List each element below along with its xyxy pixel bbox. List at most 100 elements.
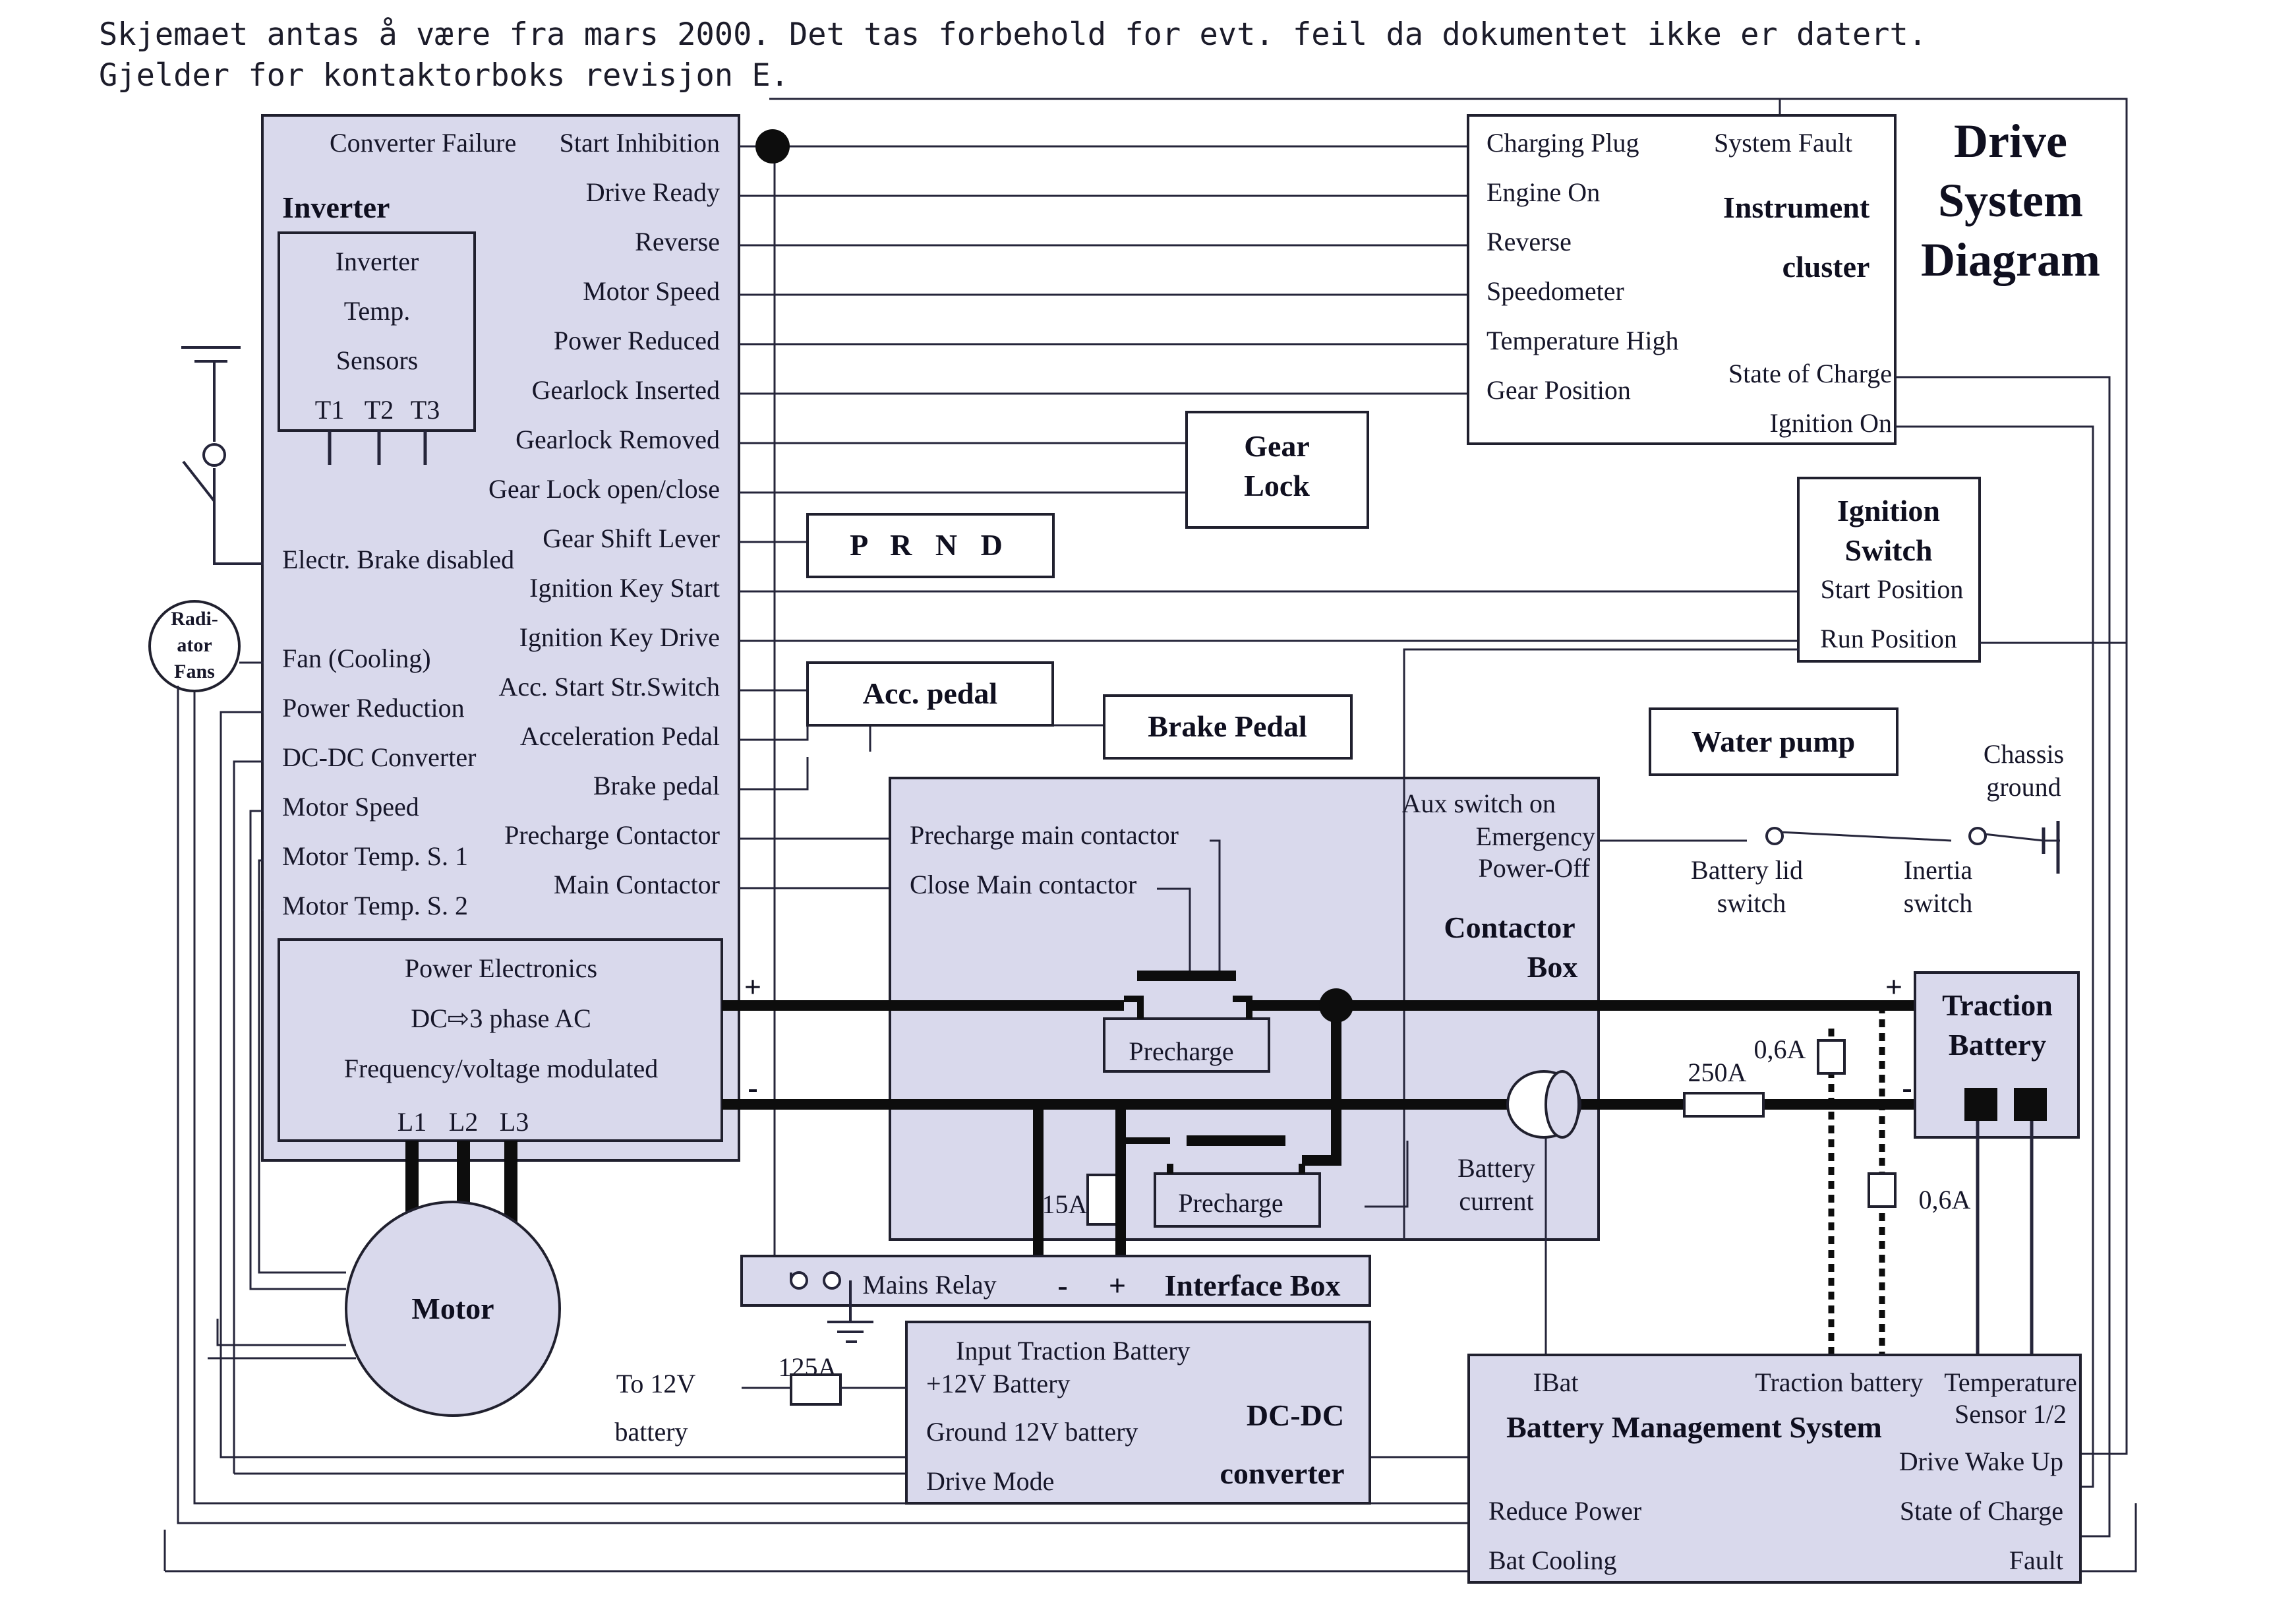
temp-sensors-line-3: Sensors [336, 345, 418, 375]
traction-battery-cell-1 [1964, 1088, 1997, 1121]
inverter-left-motor-temp-2: Motor Temp. S. 2 [282, 891, 468, 920]
bms-box [1467, 1354, 2082, 1584]
bms-state-of-charge: State of Charge [1900, 1496, 2063, 1526]
power-electronics-box [278, 938, 723, 1142]
instrument-cluster-state-of-charge: State of Charge [1728, 359, 1892, 388]
acc-pedal-label: Acc. pedal [863, 676, 997, 710]
polarity-minus-left: - [748, 1071, 757, 1104]
brake-pedal-label: Brake Pedal [1148, 709, 1307, 743]
battery-current-line-2: current [1459, 1186, 1533, 1216]
inverter-left-signal-labels: Electr. Brake disabled Fan (Cooling) Pow… [282, 545, 514, 920]
dcdc-title-2: converter [1220, 1456, 1345, 1490]
fuse-06a-upper [1817, 1039, 1846, 1075]
instrument-cluster-right-wires [1895, 376, 2111, 1538]
chassis-ground-line-2: ground [1986, 772, 2061, 802]
polarity-plus-right: + [1885, 970, 1902, 1004]
inverter-label: Inverter [282, 191, 390, 224]
inverter-left-motor-speed: Motor Speed [282, 792, 419, 822]
bms-reduce-power: Reduce Power [1488, 1496, 1641, 1526]
precharge-upper-contacts [1124, 996, 1252, 1019]
contactor-box-line-2: Box [1527, 950, 1578, 984]
polarity-minus-right: - [1902, 1071, 1912, 1104]
fuse-125a [790, 1373, 842, 1406]
gear-lock-line-2: Lock [1244, 469, 1310, 502]
positive-bus [722, 1000, 1915, 1166]
inverter-signal-gear-shift-lever: Gear Shift Lever [543, 524, 720, 553]
power-electronics-line-3: Frequency/voltage modulated [344, 1054, 659, 1083]
instrument-cluster-ignition-on: Ignition On [1769, 408, 1892, 438]
inverter-signal-reverse: Reverse [635, 227, 720, 256]
inverter-signal-ignition-key-drive: Ignition Key Drive [519, 622, 720, 652]
interface-box-plus: + [1109, 1269, 1126, 1302]
temp-sensor-t2: T2 [365, 395, 394, 425]
ignition-switch-line-2: Switch [1845, 533, 1933, 567]
start-inhibition-junction [755, 129, 790, 164]
bms-traction-battery: Traction battery [1755, 1367, 1923, 1397]
mains-relay-ground [790, 1273, 873, 1343]
chassis-ground-symbol [2042, 821, 2060, 874]
inertia-switch-contact [1968, 827, 1987, 845]
instrument-cluster-charging-plug: Charging Plug [1487, 128, 1639, 158]
ignition-switch-start-position: Start Position [1821, 574, 1964, 604]
chassis-ground-line-1: Chassis [1984, 739, 2064, 769]
radiator-fans-line-1: Radi- [171, 608, 218, 630]
inverter-left-electr-brake: Electr. Brake disabled [282, 545, 514, 574]
instrument-cluster-gear-position: Gear Position [1487, 375, 1631, 405]
contactor-emergency-2: Power-Off [1478, 853, 1590, 883]
water-pump-label: Water pump [1692, 725, 1855, 758]
ignition-switch-run-position: Run Position [1820, 624, 1957, 653]
dcdc-drive-mode: Drive Mode [926, 1466, 1054, 1496]
precharge-feed-wire [1117, 1137, 1170, 1286]
radiator-fans-circle [148, 600, 241, 692]
radiator-fans-line-3: Fans [174, 661, 215, 682]
phase-l1: L1 [397, 1107, 427, 1137]
brake-switch-contact [202, 443, 226, 467]
fuse-06a-upper-label: 0,6A [1754, 1034, 1806, 1064]
inverter-signal-precharge-contactor: Precharge Contactor [504, 820, 720, 850]
bms-fault: Fault [2009, 1545, 2063, 1575]
contactor-internal-wires [1157, 839, 1221, 976]
fuse-15a [1086, 1174, 1122, 1226]
fuse-250a-label: 250A [1688, 1058, 1747, 1087]
instrument-cluster-system-fault: System Fault [1714, 128, 1852, 158]
bms-bat-cooling: Bat Cooling [1488, 1545, 1616, 1575]
brake-pedal-box [1103, 694, 1353, 760]
inverter-left-fan-cooling: Fan (Cooling) [282, 644, 431, 673]
positive-bus-junction [1319, 988, 1353, 1023]
water-pump-box [1649, 707, 1899, 776]
polarity-plus-left: + [744, 970, 761, 1004]
traction-battery-line-2: Battery [1949, 1028, 2046, 1062]
contactor-close-main: Close Main contactor [910, 870, 1136, 899]
temp-sensor-t3: T3 [411, 395, 440, 425]
instrument-cluster-engine-on: Engine On [1487, 177, 1600, 207]
traction-battery-cell-2 [2014, 1088, 2047, 1121]
temp-sensor-leads [328, 431, 427, 465]
temp-sensor-t1: T1 [315, 395, 344, 425]
instrument-cluster-title-2: cluster [1782, 250, 1870, 284]
instrument-cluster-temperature-high: Temperature High [1487, 326, 1679, 355]
inverter-signal-wires [739, 145, 1800, 1286]
outer-frame [163, 98, 2137, 1573]
inverter-signal-acceleration-pedal: Acceleration Pedal [520, 721, 720, 751]
dcdc-12v-battery: +12V Battery [926, 1369, 1070, 1398]
traction-battery-line-1: Traction [1942, 988, 2053, 1022]
contactor-emergency-1: Emergency [1476, 822, 1595, 851]
prnd-box [806, 513, 1055, 578]
dcdc-input-traction-battery: Input Traction Battery [956, 1336, 1191, 1365]
note-line-1: Skjemaet antas å være fra mars 2000. Det… [99, 16, 1928, 53]
dcdc-title-1: DC-DC [1247, 1398, 1344, 1432]
inverter-signal-gearlock-removed: Gearlock Removed [515, 425, 720, 454]
ignition-switch-box [1797, 477, 1981, 663]
title-line-2: System [1938, 174, 2083, 227]
inverter-signal-ignition-key-start: Ignition Key Start [529, 573, 720, 603]
left-wiring [177, 661, 1477, 1524]
inverter-signal-labels: Converter Failure Start Inhibition Drive… [330, 128, 720, 899]
title-line-3: Diagram [1921, 233, 2100, 286]
note-line-2: Gjelder for kontaktorboks revisjon E. [99, 57, 789, 94]
battery-current-sensor-inner [1545, 1070, 1580, 1139]
dcdc-converter-box [905, 1321, 1371, 1505]
prnd-label: P R N D [850, 528, 1011, 562]
inertia-switch-line-1: Inertia [1904, 855, 1973, 885]
fuse-250a [1683, 1092, 1765, 1118]
